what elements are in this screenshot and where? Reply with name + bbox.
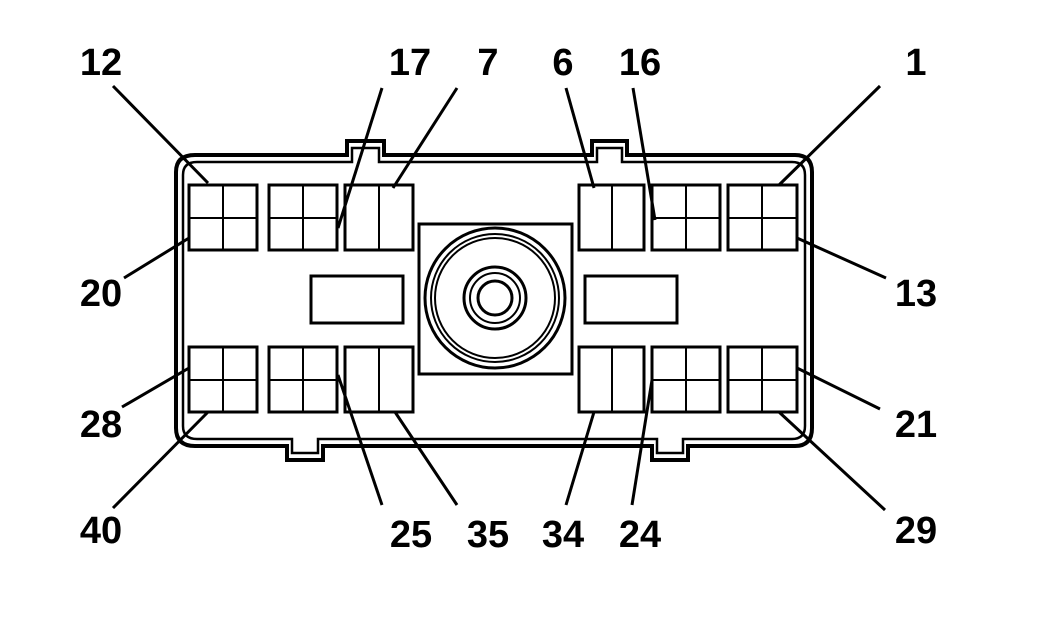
housing-inner-outline <box>181 146 807 455</box>
cavity-block-lower-right-large <box>577 345 646 414</box>
pin-label-20: 20 <box>80 273 122 315</box>
leader-line-20 <box>123 236 190 280</box>
cavity-block-upper-left-inner <box>267 183 339 252</box>
pin-label-13: 13 <box>895 273 937 315</box>
boss-ring-4 <box>462 265 528 331</box>
boss-ring-2 <box>430 233 560 363</box>
leader-line-12 <box>111 84 210 185</box>
leader-line-1 <box>777 84 882 187</box>
leader-line-7 <box>391 87 459 189</box>
leader-line-25 <box>336 374 384 506</box>
leader-line-6 <box>564 87 596 189</box>
pin-label-6: 6 <box>552 42 573 84</box>
leader-line-34 <box>564 411 596 506</box>
cavity-block-lower-left-inner <box>267 345 339 414</box>
pin-label-17: 17 <box>389 42 431 84</box>
boss-ring-inner <box>476 279 514 317</box>
right-slot <box>583 274 679 325</box>
pin-label-7: 7 <box>477 42 498 84</box>
leader-line-21 <box>796 366 881 411</box>
boss-ring-5 <box>469 272 521 324</box>
boss-ring-3 <box>434 237 556 359</box>
leader-line-24 <box>630 379 654 506</box>
pin-label-1: 1 <box>905 42 926 84</box>
boss-ring-outer <box>423 226 567 370</box>
pin-label-24: 24 <box>619 514 661 556</box>
cavity-block-lower-right-outer <box>726 345 799 414</box>
pin-label-12: 12 <box>80 42 122 84</box>
leader-line-17 <box>336 87 384 229</box>
cavity-block-upper-left-outer <box>187 183 259 252</box>
center-boss <box>417 222 574 376</box>
pin-label-35: 35 <box>467 514 509 556</box>
leader-line-40 <box>111 410 210 510</box>
pin-label-28: 28 <box>80 404 122 446</box>
center-boss-frame <box>417 222 574 376</box>
housing-outer-outline <box>174 139 814 462</box>
pin-labels: 12 17 7 6 16 1 20 28 40 13 21 29 25 35 3… <box>80 42 937 556</box>
pin-label-34: 34 <box>542 514 584 556</box>
cavity-block-lower-right-inner <box>650 345 722 414</box>
pin-label-25: 25 <box>390 514 432 556</box>
connector-housing <box>174 139 814 462</box>
cavity-block-lower-left-outer <box>187 345 259 414</box>
leader-line-28 <box>121 366 190 409</box>
cavity-block-upper-left-large <box>343 183 415 252</box>
leader-line-13 <box>796 236 887 280</box>
leader-lines <box>111 84 887 512</box>
pin-label-29: 29 <box>895 510 937 552</box>
pin-label-21: 21 <box>895 404 937 446</box>
pin-label-16: 16 <box>619 42 661 84</box>
cavity-block-upper-right-inner <box>650 183 722 252</box>
leader-line-16 <box>631 87 657 221</box>
leader-line-29 <box>777 410 887 512</box>
cavity-block-lower-left-large <box>343 345 415 414</box>
cavity-block-upper-right-large <box>577 183 646 252</box>
left-slot <box>309 274 405 325</box>
cavity-block-upper-right-outer <box>726 183 799 252</box>
leader-line-35 <box>393 411 459 506</box>
pin-label-40: 40 <box>80 510 122 552</box>
